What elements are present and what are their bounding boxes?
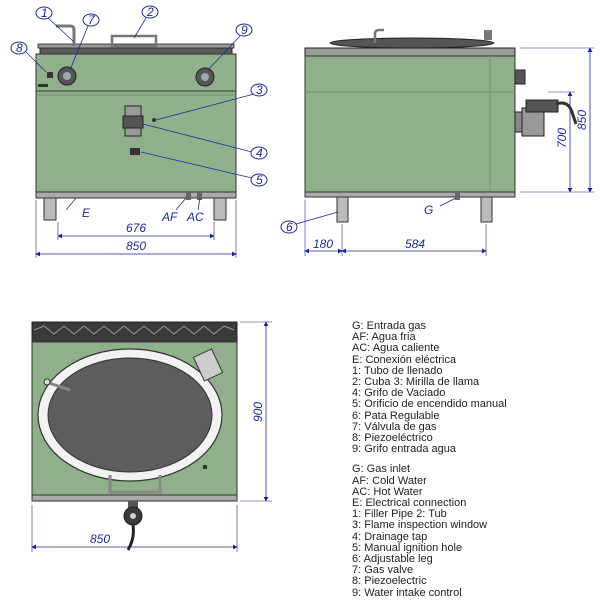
- legend-es-item: 5: Orificio de encendido manual: [352, 398, 507, 411]
- legend-en-item: 8: Piezoelectric: [352, 575, 427, 588]
- callout-G: G: [424, 203, 433, 217]
- dim-side-leg: 180: [313, 237, 333, 251]
- legend-es-item: AC: Agua caliente: [352, 342, 440, 355]
- callout-6: 6: [286, 220, 293, 234]
- legend-en-item: 4: Drainage tap: [352, 530, 428, 543]
- front-callouts: 1 2 7 8 9 3 4 5 E AF AC: [10, 5, 268, 224]
- legend-es-item: AF: Agua fria: [352, 331, 416, 344]
- dim-side-height-upper: 700: [555, 128, 569, 148]
- callout-3: 3: [256, 83, 263, 97]
- legend-es-item: E: Conexión eléctrica: [352, 353, 456, 366]
- legend-en-item: G: Gas inlet: [352, 463, 411, 476]
- legend-es-item: 7: Válvula de gas: [352, 420, 437, 433]
- dim-front-inner: 676: [126, 221, 146, 235]
- legend-es-item: 6: Pata Regulable: [352, 409, 440, 422]
- legend-en-item: E: Electrical connection: [352, 497, 467, 510]
- legend-en-item: 7: Gas valve: [352, 564, 414, 577]
- top-dimensions: 900 850: [31, 321, 272, 552]
- side-callouts: 6 G: [280, 197, 457, 234]
- legend-es-item: 2: Cuba 3: Mirilla de llama: [352, 376, 480, 389]
- callout-AC: AC: [186, 210, 204, 224]
- side-dimensions: 180 584 700 850: [304, 47, 594, 256]
- legend-es-item: 1: Tubo de llenado: [352, 364, 443, 377]
- callout-4: 4: [256, 146, 263, 160]
- callout-8: 8: [16, 41, 23, 55]
- legend-en-item: AC: Hot Water: [352, 485, 423, 498]
- front-dimensions: 676 850: [35, 200, 237, 258]
- front-view: [35, 24, 237, 221]
- top-view: [31, 321, 238, 551]
- callout-7: 7: [88, 13, 96, 27]
- callout-9: 9: [241, 23, 248, 37]
- legend-es-item: G: Entrada gas: [352, 320, 426, 332]
- callout-1: 1: [41, 6, 48, 20]
- legend-en-item: 3: Flame inspection window: [352, 519, 488, 532]
- dim-top-width: 850: [90, 532, 110, 546]
- legend-en-item: AF: Cold Water: [352, 474, 427, 487]
- legend-en-item: 5: Manual ignition hole: [352, 541, 463, 554]
- callout-5: 5: [256, 173, 263, 187]
- legend-es-item: 8: Piezoeléctrico: [352, 432, 433, 445]
- side-view: [304, 28, 578, 223]
- dim-top-depth: 900: [251, 402, 265, 422]
- dim-front-width: 850: [126, 239, 146, 253]
- legend-en-item: 1: Filler Pipe 2: Tub: [352, 508, 447, 521]
- dim-side-height-total: 850: [575, 110, 589, 130]
- callout-2: 2: [146, 5, 154, 19]
- legend-en-item: 6: Adjustable leg: [352, 553, 433, 566]
- legend-es-item: 9: Grifo entrada agua: [352, 443, 456, 456]
- dim-side-depth: 584: [405, 237, 425, 251]
- callout-E: E: [82, 206, 91, 220]
- legend-es-item: 4: Grifo de Vaciado: [352, 387, 446, 400]
- legend-en-item: 9: Water intake control: [352, 586, 462, 599]
- callout-AF: AF: [161, 210, 178, 224]
- legend: G: Entrada gas AF: Agua fria AC: Agua ca…: [352, 320, 597, 599]
